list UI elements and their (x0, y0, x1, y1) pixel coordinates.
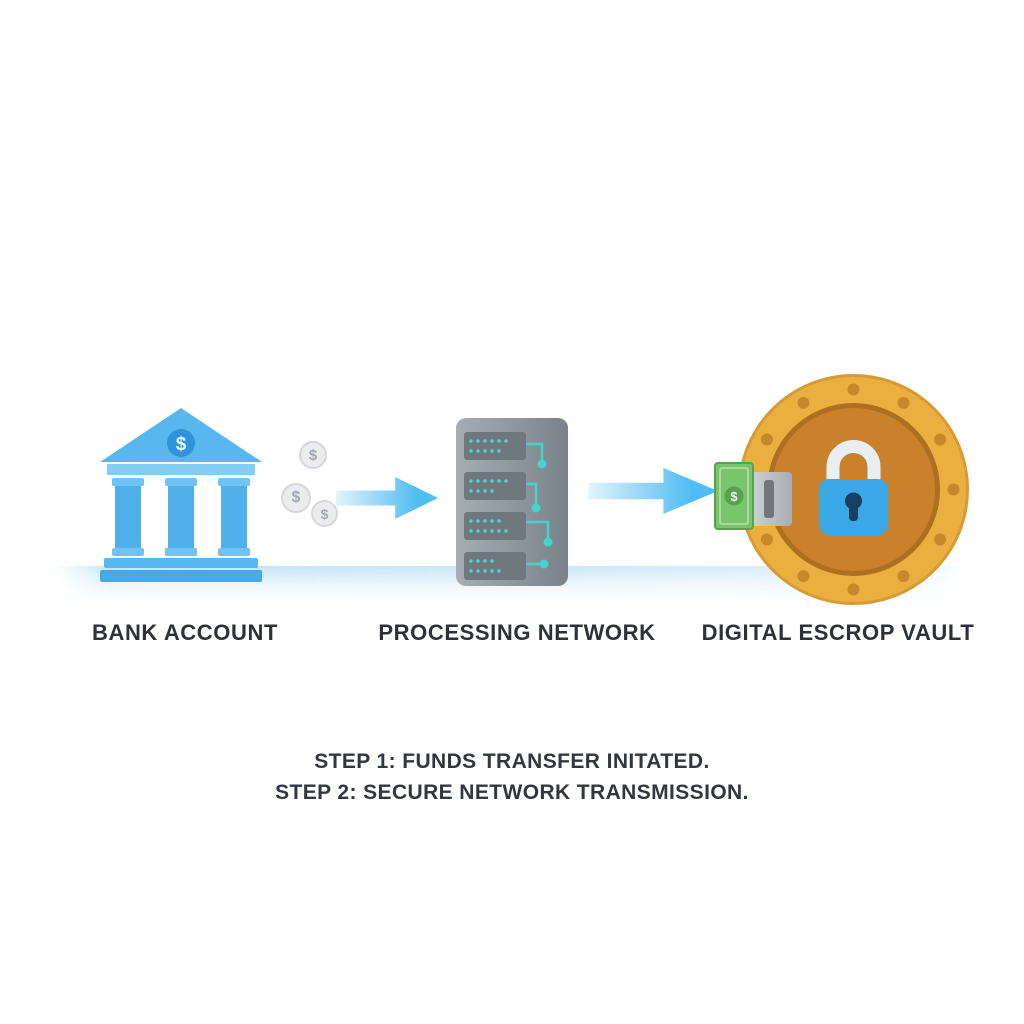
bank-entablature (107, 464, 255, 475)
server-icon (456, 418, 568, 586)
vault-slot-opening (764, 480, 774, 518)
money-bill-icon: $ (714, 462, 754, 530)
server-circuit-nodes (531, 459, 553, 569)
server-bays (464, 432, 526, 580)
padlock-shackle (826, 440, 881, 483)
step-2-text: STEP 2: SECURE NETWORK TRANSMISSION. (275, 781, 749, 804)
coin-dollar-sign: $ (291, 489, 301, 506)
bank-label: BANK ACCOUNT (91, 620, 279, 645)
padlock-keyhole (845, 492, 862, 510)
coin-icon: $ (311, 500, 338, 527)
bill-dollar-circle (724, 486, 744, 506)
bank-stylobate (104, 558, 258, 568)
bank-step (100, 570, 262, 582)
bank-columns (112, 478, 250, 556)
bank-roof: $ (100, 408, 262, 462)
bill-inner-border (719, 467, 749, 525)
bill-dollar-sign: $ (730, 489, 738, 504)
transfer-arrow-icon (588, 468, 718, 514)
steps-caption: STEP 1: FUNDS TRANSFER INITATED. STEP 2:… (0, 746, 1024, 808)
step-1-text: STEP 1: FUNDS TRANSFER INITATED. (314, 750, 710, 773)
bank-dollar-sign: $ (176, 434, 187, 455)
server-circuit-traces (526, 442, 550, 566)
network-label: PROCESSING NETWORK (378, 620, 656, 645)
vault-rivets (747, 383, 960, 596)
coin-icon: $ (281, 483, 311, 513)
padlock-keyhole-slot (849, 504, 858, 521)
coin-dollar-sign: $ (308, 446, 318, 464)
server-indicator-dots (469, 439, 508, 573)
coin-dollar-sign: $ (320, 505, 329, 522)
padlock-icon (819, 440, 888, 535)
bank-icon: $ (100, 408, 262, 582)
coin-icon: $ (299, 441, 327, 469)
bank-dollar-circle (167, 429, 195, 457)
vault-label: DIGITAL ESCROP VAULT (701, 620, 975, 645)
transfer-arrow-icon (336, 477, 438, 519)
